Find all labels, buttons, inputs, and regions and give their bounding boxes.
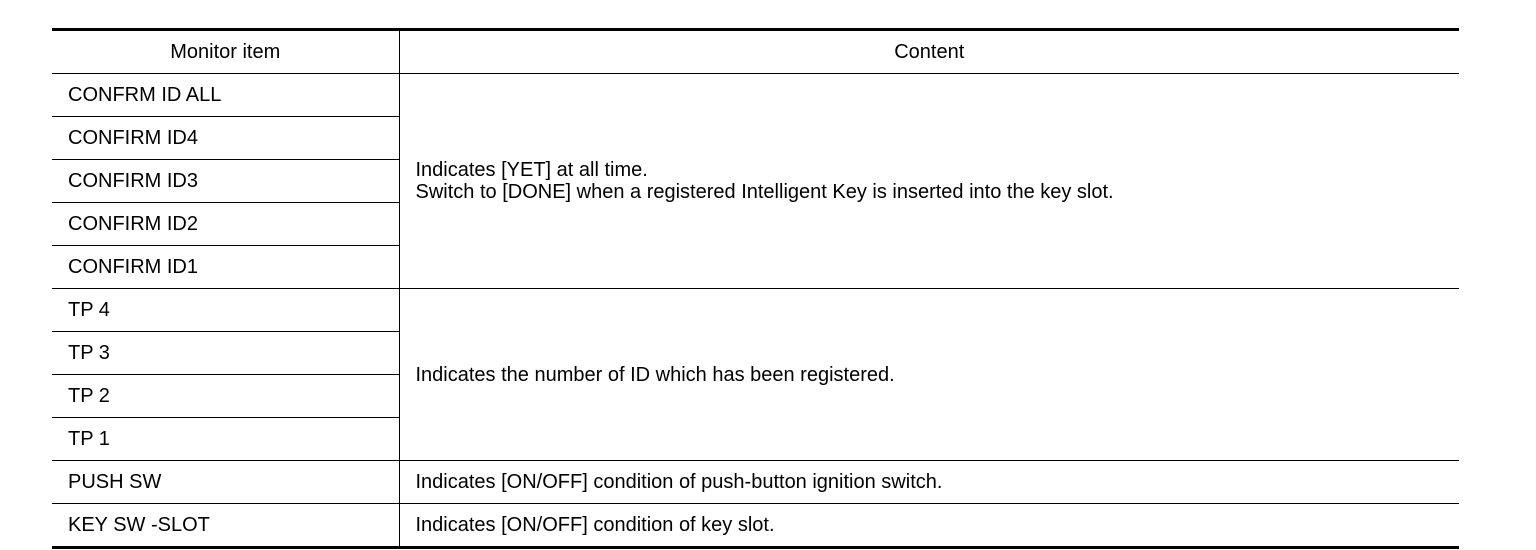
table-row: TP 2 xyxy=(52,374,1459,418)
monitor-item-cell: CONFIRM ID1 xyxy=(52,245,400,289)
table-row: TP 1 xyxy=(52,417,1459,461)
table-row: PUSH SW Indicates [ON/OFF] condition of … xyxy=(52,460,1459,504)
content-line: Indicates the number of ID which has bee… xyxy=(415,363,895,386)
monitor-item-table: Monitor item Content CONFRM ID ALL Indic… xyxy=(52,28,1459,549)
table-row: CONFIRM ID4 xyxy=(52,116,1459,160)
table-header-row: Monitor item Content xyxy=(52,28,1459,74)
monitor-item-cell: TP 3 xyxy=(52,331,400,375)
header-content: Content xyxy=(399,28,1459,74)
content-cell: Indicates [YET] at all time. Switch to [… xyxy=(399,73,1459,289)
header-monitor-item: Monitor item xyxy=(52,28,400,74)
monitor-item-cell: TP 1 xyxy=(52,417,400,461)
table-row: CONFIRM ID3 xyxy=(52,159,1459,203)
monitor-item-cell: TP 2 xyxy=(52,374,400,418)
monitor-item-cell: CONFIRM ID3 xyxy=(52,159,400,203)
content-line: Switch to [DONE] when a registered Intel… xyxy=(415,181,1114,203)
monitor-item-cell: CONFRM ID ALL xyxy=(52,73,400,117)
monitor-item-cell: KEY SW -SLOT xyxy=(52,503,400,549)
table-row: CONFRM ID ALL Indicates [YET] at all tim… xyxy=(52,73,1459,289)
content-line: Indicates [YET] at all time. xyxy=(415,159,648,181)
table-row: CONFIRM ID1 xyxy=(52,245,1459,289)
content-line: Indicates [ON/OFF] condition of key slot… xyxy=(415,514,775,536)
table-row: KEY SW -SLOT Indicates [ON/OFF] conditio… xyxy=(52,503,1459,549)
monitor-item-cell: CONFIRM ID4 xyxy=(52,116,400,160)
content-cell: Indicates the number of ID which has bee… xyxy=(399,288,1459,461)
monitor-item-cell: CONFIRM ID2 xyxy=(52,202,400,246)
table-row: TP 4 Indicates the number of ID which ha… xyxy=(52,288,1459,461)
content-line: Indicates [ON/OFF] condition of push-but… xyxy=(415,471,943,493)
table-row: TP 3 xyxy=(52,331,1459,375)
monitor-item-cell: PUSH SW xyxy=(52,460,400,504)
monitor-item-cell: TP 4 xyxy=(52,288,400,332)
content-cell: Indicates [ON/OFF] condition of key slot… xyxy=(399,503,1459,549)
table-row: CONFIRM ID2 xyxy=(52,202,1459,246)
content-cell: Indicates [ON/OFF] condition of push-but… xyxy=(399,460,1459,504)
